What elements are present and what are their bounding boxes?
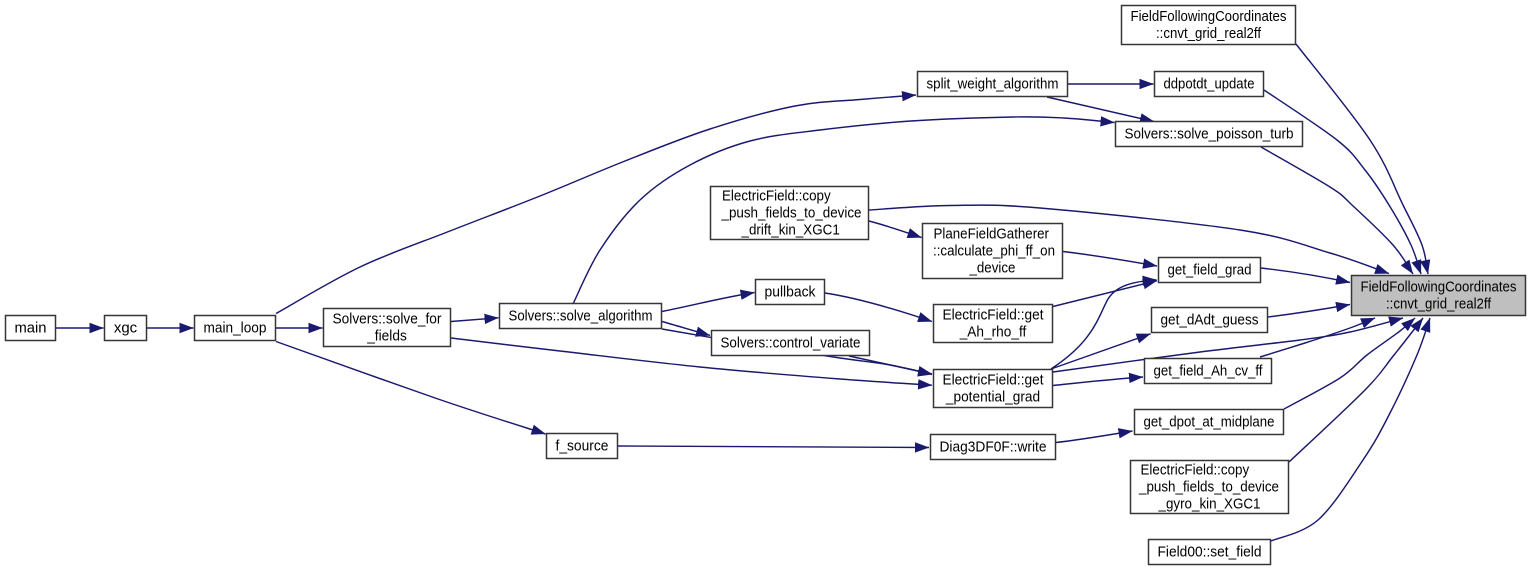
svg-text:_device: _device [969,260,1016,277]
svg-text:_push_fields_to_device: _push_fields_to_device [721,205,862,222]
svg-text:_potential_grad: _potential_grad [945,389,1040,406]
svg-text:Field00::set_field: Field00::set_field [1158,544,1262,561]
svg-text:Solvers::solve_algorithm: Solvers::solve_algorithm [509,308,653,325]
svg-text:get_dpot_at_midplane: get_dpot_at_midplane [1144,414,1275,431]
svg-text:FieldFollowingCoordinates: FieldFollowingCoordinates [1131,8,1287,25]
svg-text:Solvers::control_variate: Solvers::control_variate [721,335,861,352]
svg-text:main_loop: main_loop [204,320,267,337]
svg-text:Solvers::solve_poisson_turb: Solvers::solve_poisson_turb [1125,126,1294,143]
svg-text:get_field_Ah_cv_ff: get_field_Ah_cv_ff [1154,363,1264,380]
svg-text:::cnvt_grid_real2ff: ::cnvt_grid_real2ff [1386,296,1492,313]
svg-text:get_field_grad: get_field_grad [1168,262,1252,279]
svg-text:Diag3DF0F::write: Diag3DF0F::write [940,439,1047,456]
svg-text:FieldFollowingCoordinates: FieldFollowingCoordinates [1361,279,1517,296]
svg-text:f_source: f_source [556,438,609,455]
svg-text:PlaneFieldGatherer: PlaneFieldGatherer [934,226,1050,243]
svg-text:split_weight_algorithm: split_weight_algorithm [927,76,1059,93]
svg-text:_fields: _fields [366,328,407,345]
svg-text:ElectricField::get: ElectricField::get [943,307,1045,324]
svg-text:::calculate_phi_ff_on: ::calculate_phi_ff_on [933,243,1055,260]
svg-text:get_dAdt_guess: get_dAdt_guess [1161,312,1259,329]
svg-text:_push_fields_to_device: _push_fields_to_device [1138,479,1279,496]
svg-text:::cnvt_grid_real2ff: ::cnvt_grid_real2ff [1156,25,1262,42]
svg-text:pullback: pullback [765,284,816,301]
svg-text:_gyro_kin_XGC1: _gyro_kin_XGC1 [1158,496,1261,513]
svg-text:ddpotdt_update: ddpotdt_update [1164,76,1255,93]
svg-text:main: main [15,320,47,337]
svg-text:ElectricField::copy: ElectricField::copy [1141,462,1250,479]
svg-text:Solvers::solve_for: Solvers::solve_for [333,311,442,328]
svg-text:_Ah_rho_ff: _Ah_rho_ff [959,324,1027,341]
svg-text:ElectricField::get: ElectricField::get [943,372,1045,389]
svg-text:xgc: xgc [114,320,138,337]
svg-text:_drift_kin_XGC1: _drift_kin_XGC1 [741,222,840,239]
svg-text:ElectricField::copy: ElectricField::copy [722,188,831,205]
